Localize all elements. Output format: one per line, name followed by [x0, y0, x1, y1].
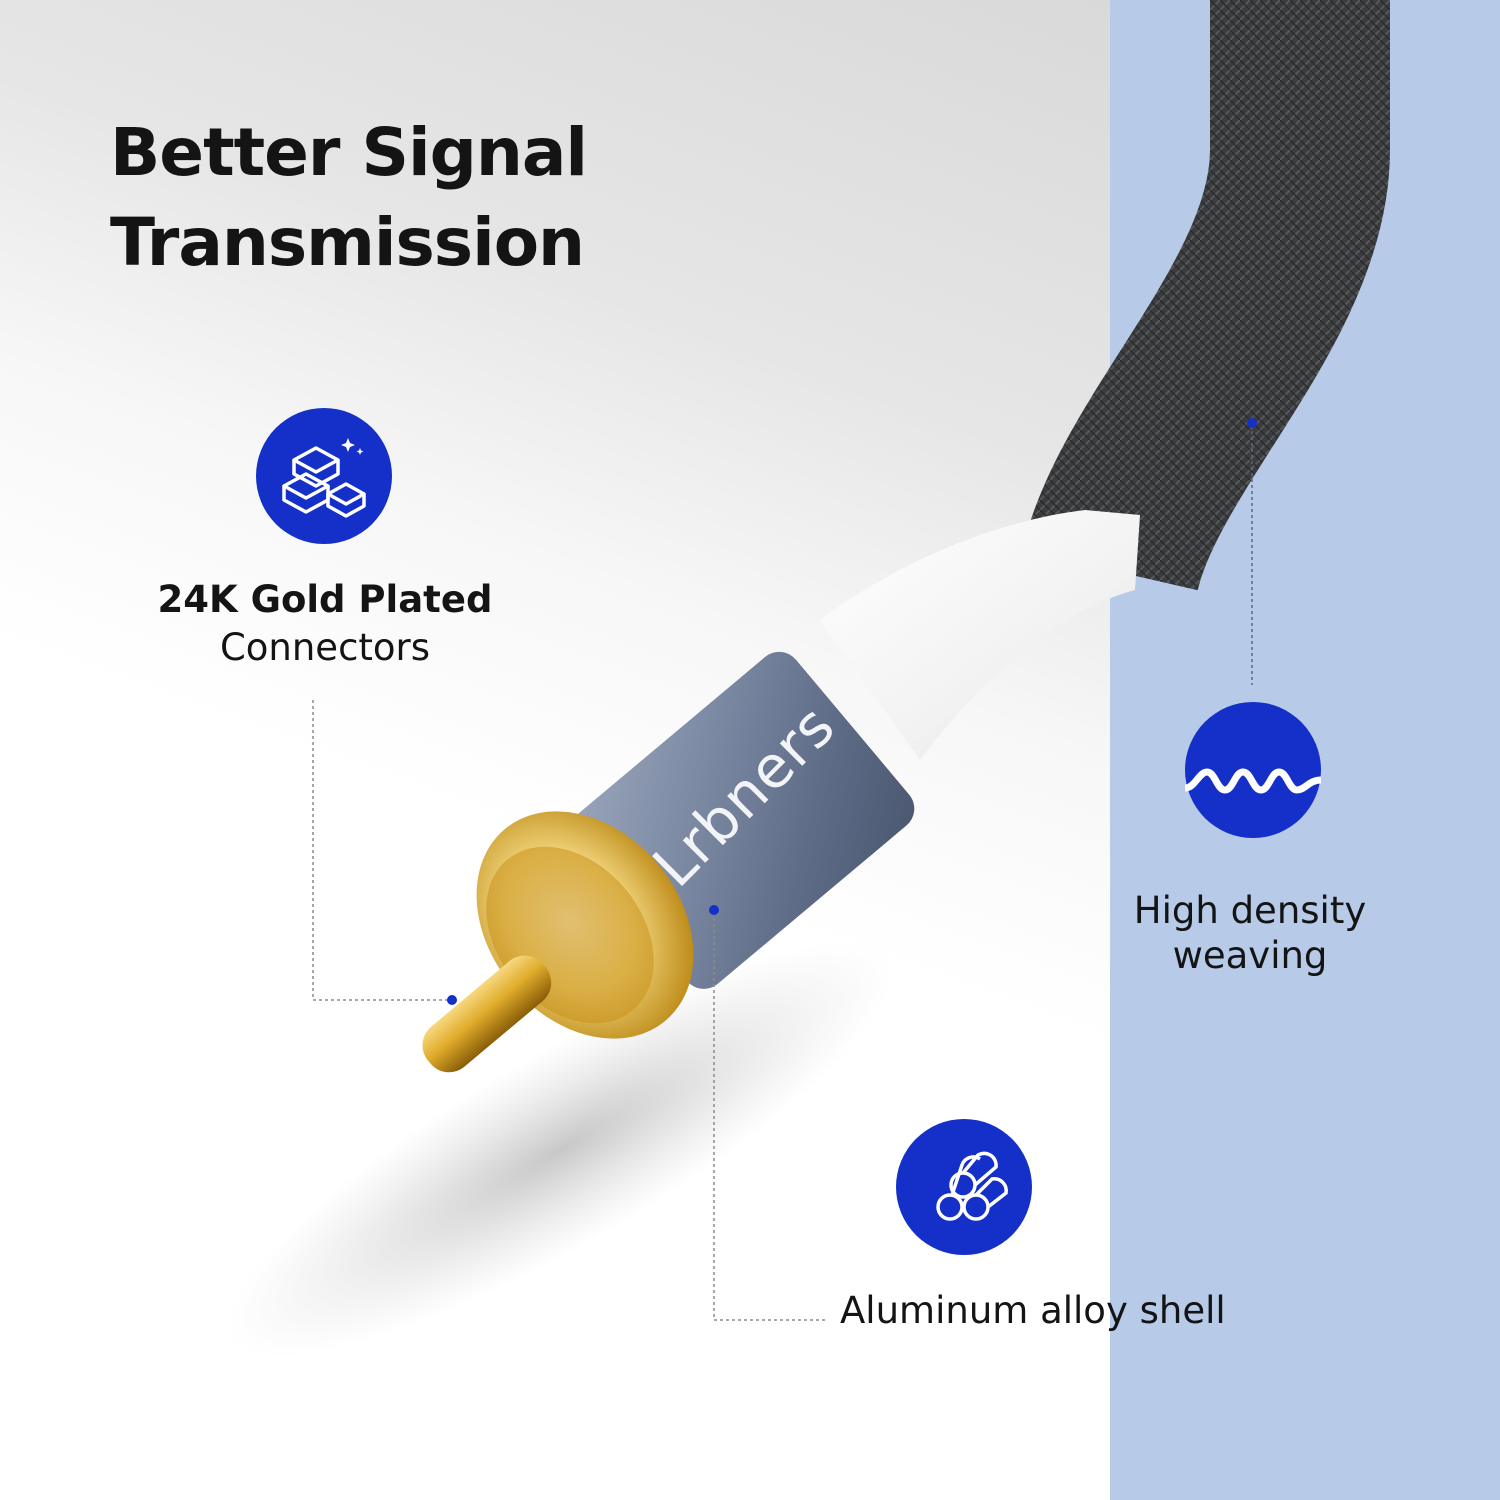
- feature-gold-title: 24K Gold Plated: [157, 578, 493, 621]
- headline: Better Signal Transmission: [110, 108, 670, 288]
- braided-cable: [1022, 0, 1390, 594]
- white-collar: [820, 510, 1140, 760]
- leader-line-alloy: [713, 912, 828, 1321]
- gold-bars-icon: [256, 408, 392, 544]
- marker-dot-weave: [1247, 418, 1257, 428]
- wave-icon: [1185, 702, 1321, 838]
- feature-alloy-title: Aluminum alloy shell: [840, 1289, 1226, 1332]
- cable-shadow: [227, 942, 893, 1358]
- feature-weave-subtitle: weaving: [1172, 934, 1328, 977]
- feature-weave-title: High density: [1133, 889, 1367, 932]
- feature-gold-label: 24K Gold Plated Connectors: [130, 576, 520, 672]
- marker-dot-alloy: [709, 905, 719, 915]
- headline-line-2: Transmission: [110, 204, 585, 281]
- feature-gold-subtitle: Connectors: [219, 626, 431, 669]
- leader-line-gold: [312, 700, 452, 1001]
- feature-weave-label: High density weaving: [1110, 888, 1390, 978]
- marker-dot-gold: [447, 995, 457, 1005]
- headline-line-1: Better Signal: [110, 114, 588, 191]
- aluminum-rods-icon: [896, 1119, 1032, 1255]
- feature-alloy-label: Aluminum alloy shell: [840, 1287, 1260, 1335]
- gold-pin: [422, 955, 552, 1073]
